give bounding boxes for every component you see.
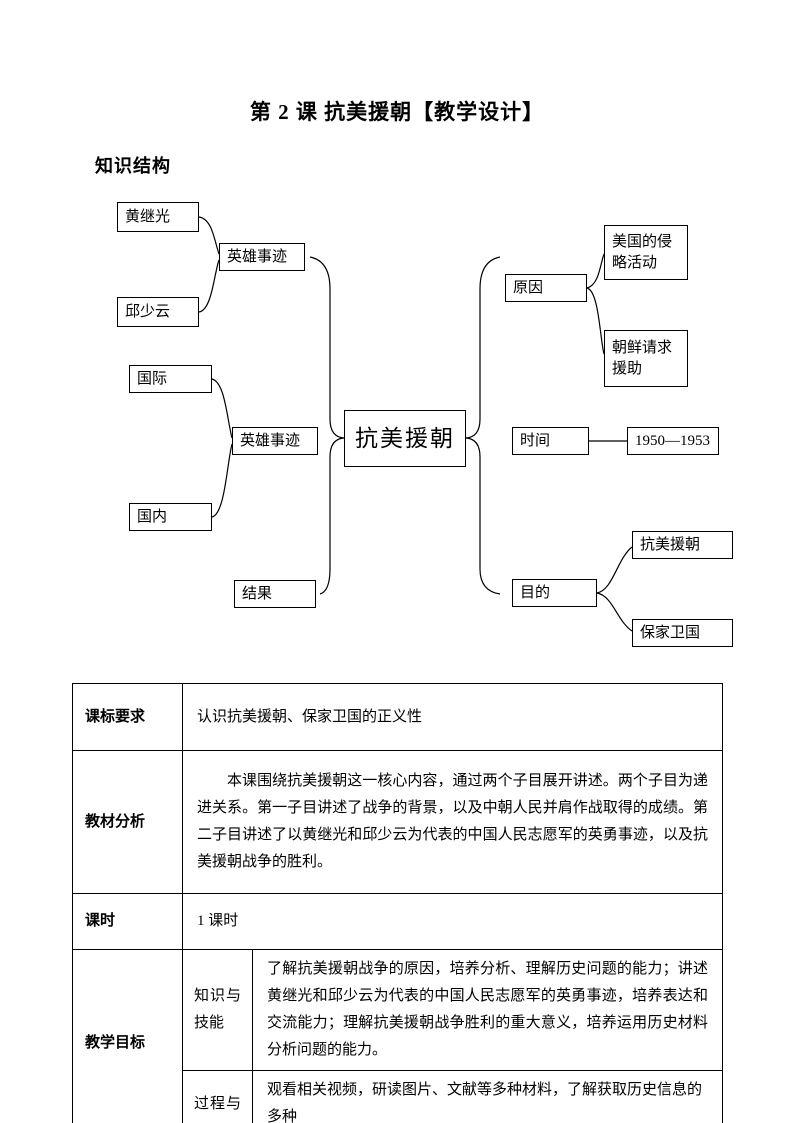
node-hero-deeds-mid: 英雄事迹	[232, 427, 318, 455]
node-defend-home-country: 保家卫国	[632, 619, 733, 647]
connector-cause-to-us	[586, 253, 605, 289]
table-row: 课时 1 课时	[72, 893, 724, 950]
node-korea-request: 朝鲜请求援助	[604, 330, 688, 387]
brace-right	[465, 256, 501, 595]
node-hero-deeds-top: 英雄事迹	[219, 243, 305, 271]
page-title: 第 2 课 抗美援朝【教学设计】	[249, 100, 545, 124]
row-label-objectives: 教学目标	[72, 949, 183, 1123]
node-time-range: 1950—1953	[627, 427, 719, 455]
node-result: 结果	[234, 580, 316, 608]
sub-label-knowledge-skills: 知识与技能	[182, 949, 253, 1071]
lesson-info-table: 课标要求 认识抗美援朝、保家卫国的正义性 教材分析 本课围绕抗美援朝这一核心内容…	[72, 683, 724, 1123]
table-row: 课标要求 认识抗美援朝、保家卫国的正义性	[72, 683, 724, 751]
row-content-curriculum: 认识抗美援朝、保家卫国的正义性	[181, 683, 724, 751]
connector-huang-to-hero	[198, 216, 220, 255]
node-qiushaoyun: 邱少云	[117, 297, 199, 327]
connector-domestic-to-hero	[211, 443, 233, 518]
connector-purpose-to-resist	[596, 546, 633, 594]
content-knowledge-skills: 了解抗美援朝战争的原因，培养分析、理解历史问题的能力；讲述黄继光和邱少云为代表的…	[251, 949, 724, 1071]
node-purpose: 目的	[512, 579, 597, 607]
node-international: 国际	[129, 365, 212, 393]
row-content-hours: 1 课时	[181, 893, 724, 950]
row-content-analysis: 本课围绕抗美援朝这一核心内容，通过两个子目展开讲述。两个子目为递进关系。第一子目…	[181, 750, 724, 894]
row-label-analysis: 教材分析	[72, 750, 183, 894]
table-row: 过程与 观看相关视频，研读图片、文献等多种材料，了解获取历史信息的多种	[73, 1070, 724, 1123]
node-cause: 原因	[505, 274, 587, 302]
connector-international-to-hero	[211, 378, 233, 439]
sub-label-process: 过程与	[182, 1070, 253, 1123]
node-huangjiguang: 黄继光	[117, 202, 199, 232]
brace-left	[309, 256, 345, 595]
table-row: 教学目标 知识与技能 了解抗美援朝战争的原因，培养分析、理解历史问题的能力；讲述…	[72, 949, 724, 1123]
knowledge-structure-heading: 知识结构	[95, 156, 171, 176]
node-time: 时间	[512, 427, 589, 455]
row-label-curriculum: 课标要求	[72, 683, 183, 751]
connector-qiu-to-hero	[198, 259, 220, 313]
connector-cause-to-korea	[586, 287, 605, 355]
row-label-hours: 课时	[72, 893, 183, 950]
table-row: 教材分析 本课围绕抗美援朝这一核心内容，通过两个子目展开讲述。两个子目为递进关系…	[72, 750, 724, 894]
node-center-resist-us-aid-korea: 抗美援朝	[344, 410, 466, 467]
node-us-aggression: 美国的侵略活动	[604, 225, 688, 280]
node-resist-us-aid-korea: 抗美援朝	[632, 531, 733, 559]
node-domestic: 国内	[129, 503, 212, 531]
knowledge-structure-diagram: 黄继光 邱少云 英雄事迹 国际 英雄事迹 国内 结果 抗美援朝 原因 美国的侵略…	[0, 191, 794, 661]
content-process: 观看相关视频，研读图片、文献等多种材料，了解获取历史信息的多种	[251, 1070, 724, 1123]
connector-purpose-to-defend	[596, 592, 633, 632]
